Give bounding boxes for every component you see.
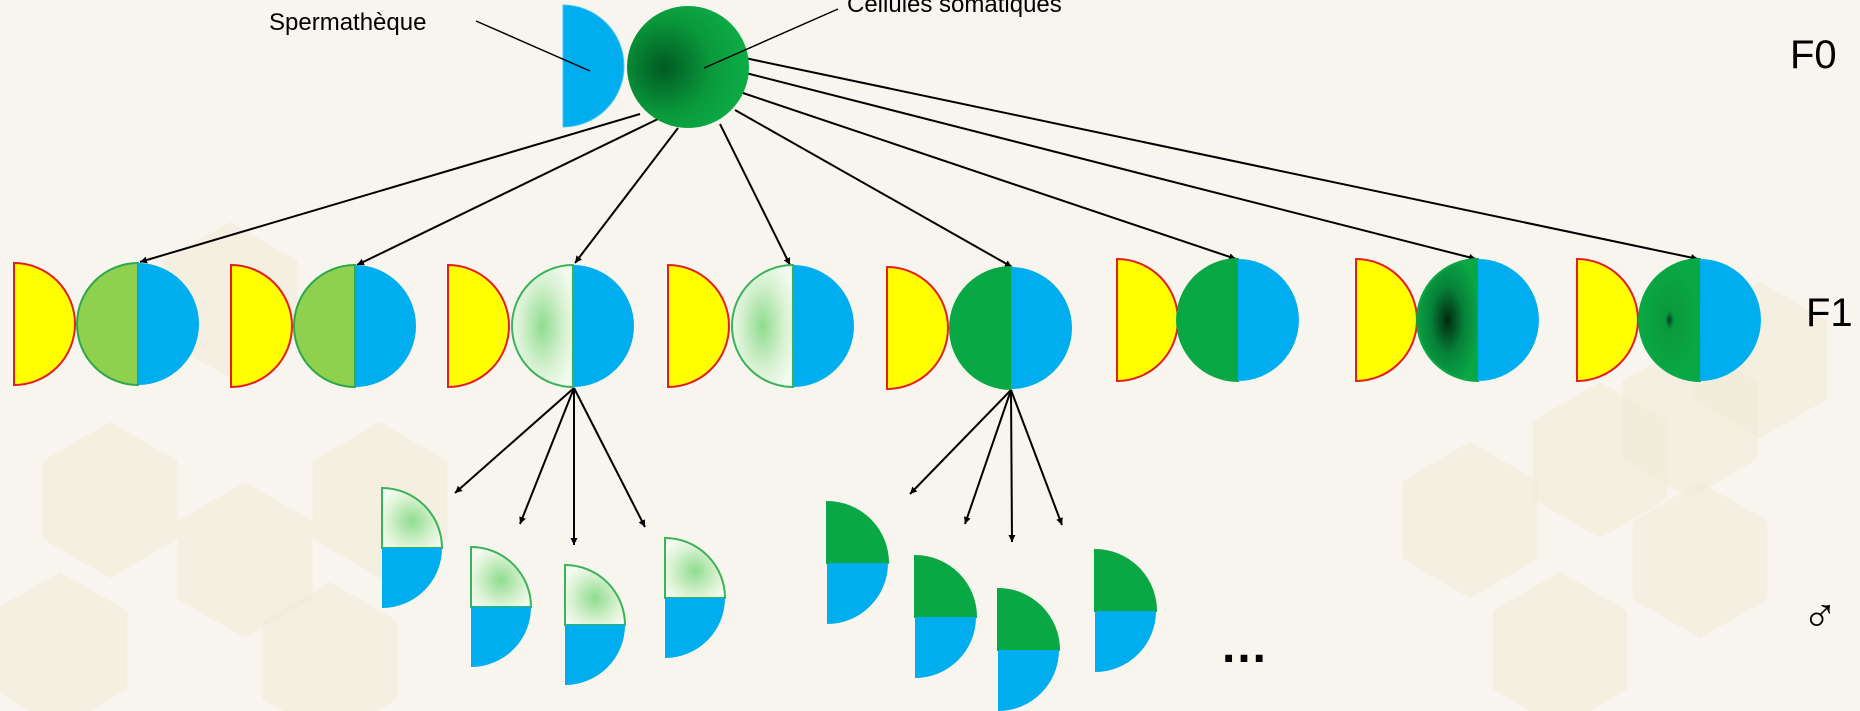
- hexagon-tile: [1492, 572, 1628, 711]
- f2-top-quarter: [470, 545, 533, 608]
- ellipsis-label: …: [1220, 620, 1268, 673]
- f1-spermatheque: [447, 263, 510, 389]
- hexagon-tile: [262, 582, 398, 711]
- f1-spermatheque: [886, 265, 949, 391]
- f1-somatic-left-half: [1638, 257, 1701, 383]
- f1-somatic-right-half: [573, 265, 634, 387]
- somatic-pointer: [703, 8, 839, 69]
- f2-top-quarter: [914, 554, 978, 618]
- f2-male: [914, 554, 978, 678]
- f1-individual: [1576, 257, 1761, 383]
- hexagon-background: [0, 222, 1828, 711]
- arrows-layer: [139, 57, 1699, 545]
- f1-somatic-right-half: [1478, 259, 1539, 381]
- f2-top-quarter: [1094, 548, 1158, 612]
- f2-top-quarter: [826, 500, 890, 564]
- arrow: [519, 387, 575, 525]
- arrow: [719, 123, 791, 266]
- f1-somatic-left-half: [731, 263, 794, 389]
- f2-male: [997, 587, 1061, 711]
- generation-f1-label: F1: [1806, 291, 1853, 335]
- f2-bottom-quarter: [665, 598, 725, 658]
- arrow: [744, 57, 1699, 261]
- arrow: [139, 113, 641, 264]
- f1-somatic-right-half: [355, 265, 416, 387]
- f1-individual: [1116, 257, 1299, 383]
- hexagon-tile: [1622, 342, 1758, 498]
- f2-male: [564, 563, 627, 685]
- hexagon-tile: [1402, 442, 1538, 598]
- f1-somatic-right-half: [1011, 267, 1072, 389]
- f2-bottom-quarter: [998, 650, 1059, 711]
- f1-somatic-left-half: [1416, 257, 1479, 383]
- f1-somatic-left-half: [293, 263, 356, 389]
- f1-somatic-right-half: [793, 265, 854, 387]
- arrow: [454, 387, 575, 494]
- hexagon-tile: [177, 482, 313, 638]
- f2-male: [470, 545, 533, 667]
- f1-spermatheque: [1355, 257, 1418, 383]
- hexagon-tile: [0, 572, 128, 711]
- f2-bottom-quarter: [382, 548, 442, 608]
- spermatheque-label: Spermathèque: [269, 9, 426, 36]
- arrow: [739, 91, 1237, 261]
- f1-spermatheque: [667, 263, 730, 389]
- f1-somatic-right-half: [1700, 259, 1761, 381]
- f2-bottom-quarter: [915, 617, 976, 678]
- f1-offspring-row: [13, 257, 1761, 391]
- f0-queen: [562, 4, 749, 128]
- arrow: [1008, 389, 1016, 543]
- f1-spermatheque: [13, 261, 76, 387]
- f1-spermatheque: [1576, 257, 1639, 383]
- spermatheque-pointer: [475, 20, 591, 72]
- f2-top-quarter: [997, 587, 1061, 651]
- f1-individual: [886, 265, 1072, 391]
- f1-spermatheque: [1116, 257, 1179, 383]
- f1-individual: [1355, 257, 1539, 383]
- f1-individual: [447, 263, 634, 389]
- generation-f0-label: F0: [1790, 33, 1837, 77]
- arrow: [741, 71, 1477, 261]
- arrow: [734, 109, 1013, 268]
- f1-individual: [13, 261, 199, 387]
- f2-top-quarter: [664, 536, 727, 599]
- arrow: [356, 117, 661, 266]
- f1-somatic-left-half: [76, 261, 139, 387]
- f2-bottom-quarter: [1095, 611, 1156, 672]
- f2-male: [1094, 548, 1158, 672]
- somatic-cell-circle: [627, 6, 749, 128]
- f2-bottom-quarter: [471, 607, 531, 667]
- arrow: [1010, 389, 1063, 526]
- f1-somatic-left-half: [1176, 257, 1239, 383]
- male-symbol-label: ♂: [1802, 588, 1838, 641]
- f2-male: [664, 536, 727, 658]
- f2-top-quarter: [564, 563, 627, 626]
- hexagon-tile: [42, 422, 178, 578]
- f2-male: [381, 486, 444, 608]
- f1-somatic-right-half: [138, 263, 199, 385]
- spermatheque-shape: [562, 4, 625, 128]
- arrow: [574, 127, 679, 264]
- f1-somatic-right-half: [1238, 259, 1299, 381]
- f2-males-row: [381, 486, 1158, 711]
- arrow: [963, 389, 1012, 525]
- f1-individual: [230, 263, 416, 389]
- f2-bottom-quarter: [827, 563, 888, 624]
- f2-bottom-quarter: [565, 625, 625, 685]
- hexagon-tile: [1632, 482, 1768, 638]
- f2-male: [826, 500, 890, 624]
- f1-somatic-left-half: [511, 263, 574, 389]
- f1-spermatheque: [230, 263, 293, 389]
- annotation-lines: [475, 8, 839, 72]
- f2-top-quarter: [381, 486, 444, 549]
- f1-individual: [667, 263, 854, 389]
- cellules-somatiques-label: Cellules somatiques: [847, 0, 1062, 18]
- arrow: [909, 389, 1012, 495]
- f1-somatic-left-half: [949, 265, 1012, 391]
- arrow: [573, 387, 646, 528]
